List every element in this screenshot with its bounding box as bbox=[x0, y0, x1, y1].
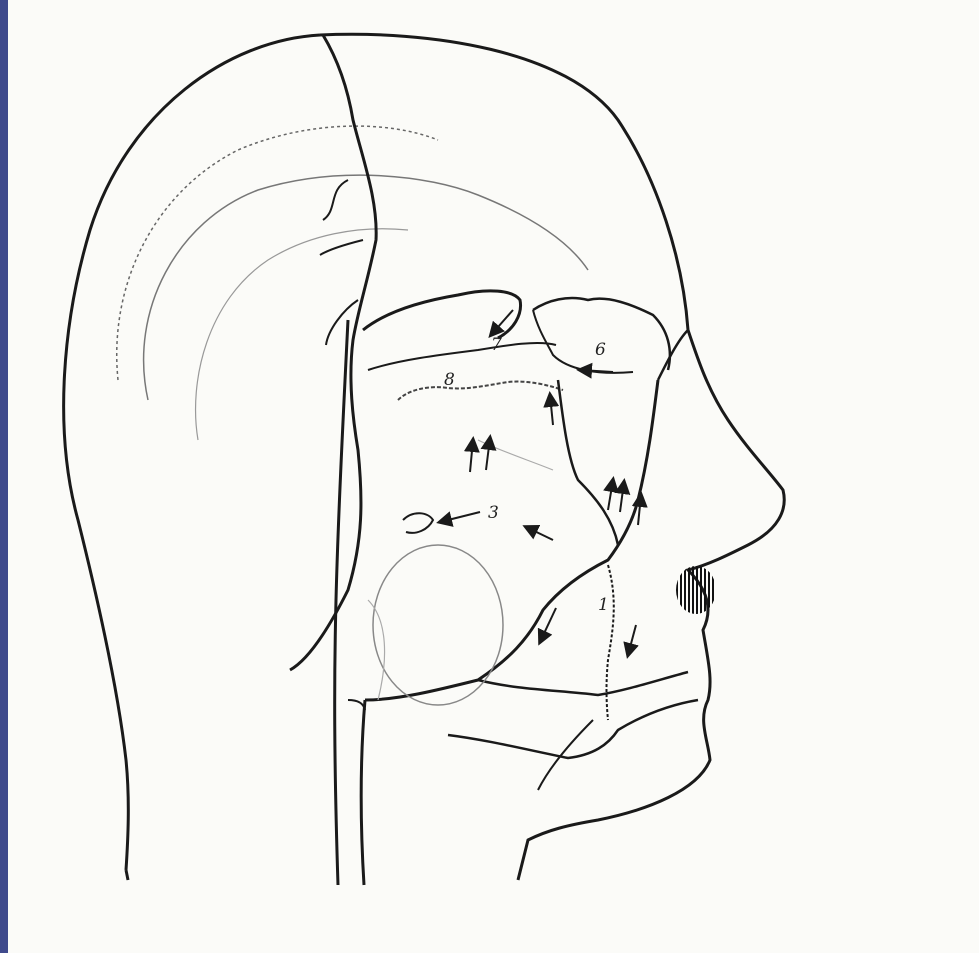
jugular-vein-parallel bbox=[361, 700, 365, 885]
arrow-up-3 bbox=[550, 395, 553, 425]
submental-vein bbox=[478, 672, 688, 695]
face-profile bbox=[518, 330, 784, 880]
facial-vein bbox=[365, 380, 658, 700]
temporal-vein-loop bbox=[363, 291, 521, 338]
temporal-contour bbox=[196, 229, 408, 440]
arrow-up-5 bbox=[620, 482, 624, 512]
cheek-shading bbox=[368, 440, 553, 700]
skull-top-outline bbox=[320, 34, 688, 330]
arrow-up-4 bbox=[608, 480, 613, 510]
hatched-lip-marker bbox=[676, 566, 716, 614]
head-outline bbox=[64, 35, 320, 870]
temporal-branch bbox=[368, 343, 556, 370]
skull-inner-line bbox=[117, 126, 438, 380]
label-7: 7 bbox=[491, 335, 502, 355]
head-vein-diagram: 7 6 8 3 1 bbox=[8, 0, 979, 953]
label-6: 6 bbox=[595, 340, 606, 360]
parotid-gland bbox=[373, 545, 503, 705]
arrow-down-2 bbox=[628, 625, 636, 655]
label-8: 8 bbox=[444, 370, 455, 390]
label-3: 3 bbox=[488, 503, 499, 523]
labial-vein bbox=[607, 565, 614, 720]
deep-facial-vein bbox=[558, 380, 618, 545]
ear-detail bbox=[403, 513, 433, 533]
jugular-connection bbox=[348, 700, 365, 710]
orbital-contour bbox=[533, 310, 633, 373]
neck-back-outline bbox=[126, 870, 128, 880]
arrow-cheek bbox=[526, 527, 553, 540]
arrow-label-6 bbox=[580, 370, 613, 372]
pterygoid-plexus bbox=[398, 382, 563, 400]
angular-vein bbox=[658, 330, 688, 380]
arrow-label-3 bbox=[440, 512, 480, 522]
mandible-contour bbox=[448, 700, 698, 758]
arrow-up-2 bbox=[486, 438, 490, 470]
arrow-up-1 bbox=[470, 440, 473, 472]
diagram-frame: 7 6 8 3 1 bbox=[8, 0, 979, 953]
label-1: 1 bbox=[598, 595, 609, 615]
